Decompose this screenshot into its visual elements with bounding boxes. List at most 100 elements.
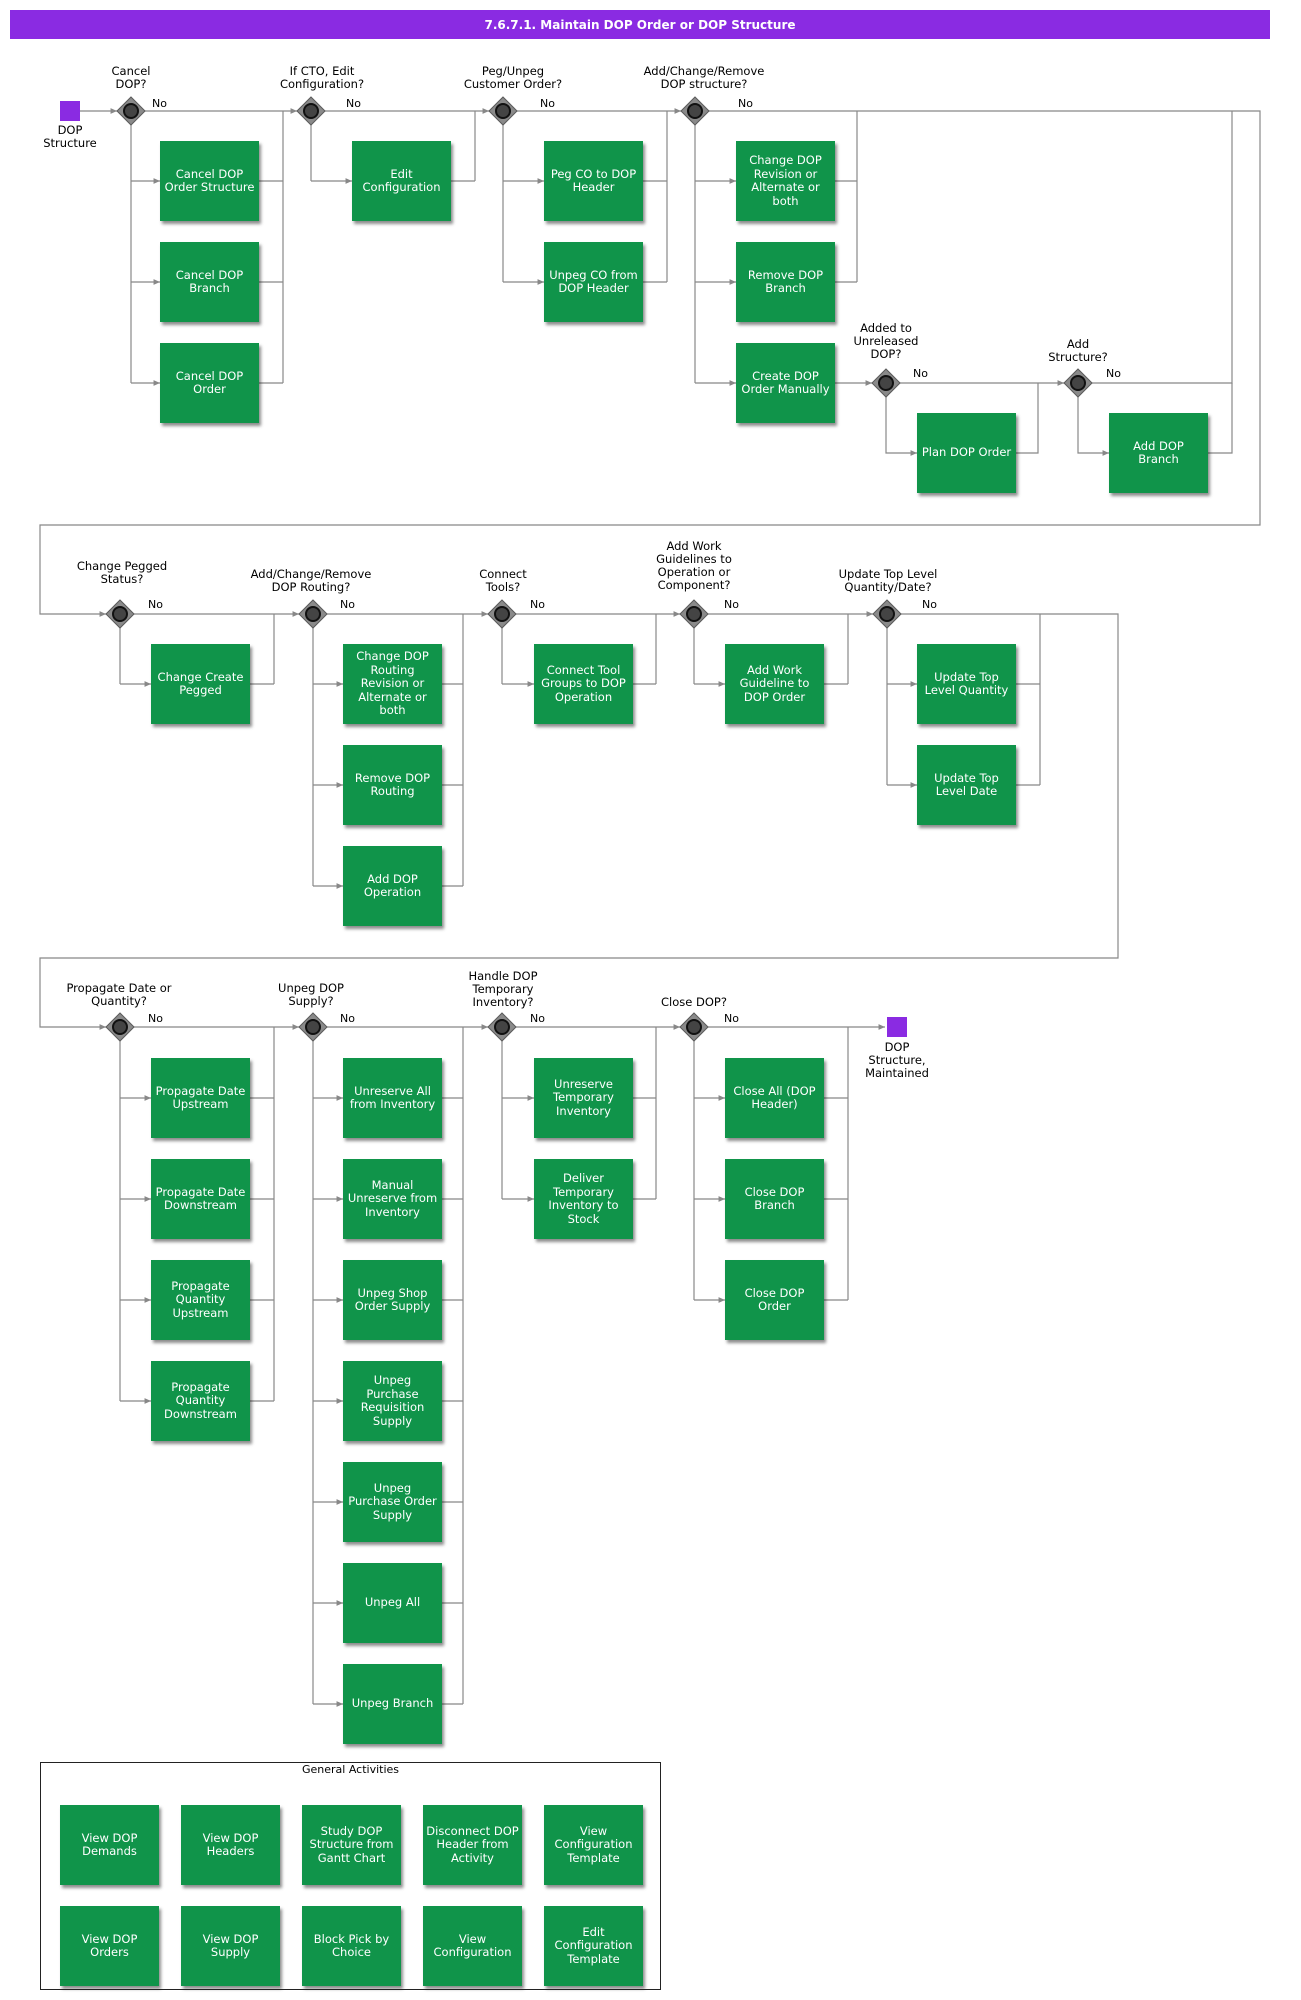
task-unreserve-temp[interactable]: Unreserve Temporary Inventory	[534, 1058, 633, 1138]
task-remove-routing[interactable]: Remove DOP Routing	[343, 745, 442, 825]
question-dop-routing: Add/Change/Remove DOP Routing?	[250, 567, 372, 594]
task-cancel-branch[interactable]: Cancel DOP Branch	[160, 242, 259, 322]
no-label-top-level: No	[922, 598, 937, 611]
gateway-add-structure	[1063, 368, 1093, 398]
task-change-pegged[interactable]: Change Create Pegged	[151, 644, 250, 724]
question-add-structure: Add Structure?	[1048, 337, 1108, 364]
no-label-unpeg-supply: No	[340, 1012, 355, 1025]
general-activity[interactable]: Disconnect DOP Header from Activity	[423, 1805, 522, 1885]
gateway-close-dop	[679, 1012, 709, 1042]
task-cancel-structure[interactable]: Cancel DOP Order Structure	[160, 141, 259, 221]
connector	[885, 397, 917, 456]
task-peg-co[interactable]: Peg CO to DOP Header	[544, 141, 643, 221]
general-activity[interactable]: View DOP Headers	[181, 1805, 280, 1885]
general-activity[interactable]: View DOP Demands	[60, 1805, 159, 1885]
task-change-revision[interactable]: Change DOP Revision or Alternate or both	[736, 141, 835, 221]
task-prop-qty-down[interactable]: Propagate Quantity Downstream	[151, 1361, 250, 1441]
task-prop-date-down[interactable]: Propagate Date Downstream	[151, 1159, 250, 1239]
gateway-work-guidelines	[679, 599, 709, 629]
task-unpeg-purchase[interactable]: Unpeg Purchase Order Supply	[343, 1462, 442, 1542]
general-activity[interactable]: Edit Configuration Template	[544, 1906, 643, 1986]
connector	[1016, 383, 1039, 454]
general-activity[interactable]: Block Pick by Choice	[302, 1906, 401, 1986]
question-dop-structure: Add/Change/Remove DOP structure?	[643, 64, 765, 91]
task-close-order[interactable]: Close DOP Order	[725, 1260, 824, 1340]
question-added-unreleased: Added to Unreleased DOP?	[853, 321, 919, 361]
task-unpeg-all[interactable]: Unpeg All	[343, 1563, 442, 1643]
task-add-guideline[interactable]: Add Work Guideline to DOP Order	[725, 644, 824, 724]
gateway-dop-structure	[680, 96, 710, 126]
general-activity[interactable]: Study DOP Structure from Gantt Chart	[302, 1805, 401, 1885]
general-activity[interactable]: View Configuration	[423, 1906, 522, 1986]
no-label-added-unreleased: No	[913, 367, 928, 380]
task-create-manually[interactable]: Create DOP Order Manually	[736, 343, 835, 423]
gateway-pegged-status	[105, 599, 135, 629]
start-event	[60, 101, 80, 121]
task-remove-branch[interactable]: Remove DOP Branch	[736, 242, 835, 322]
task-unpeg-co[interactable]: Unpeg CO from DOP Header	[544, 242, 643, 322]
diagram-title: 7.6.7.1. Maintain DOP Order or DOP Struc…	[10, 10, 1270, 39]
gateway-unpeg-supply	[298, 1012, 328, 1042]
general-activity[interactable]: View DOP Orders	[60, 1906, 159, 1986]
task-prop-date-up[interactable]: Propagate Date Upstream	[151, 1058, 250, 1138]
general-activities-title: General Activities	[301, 1763, 400, 1776]
question-work-guidelines: Add Work Guidelines to Operation or Comp…	[656, 539, 732, 592]
task-close-all[interactable]: Close All (DOP Header)	[725, 1058, 824, 1138]
task-manual-unreserve[interactable]: Manual Unreserve from Inventory	[343, 1159, 442, 1239]
connector	[39, 613, 1119, 1030]
task-connect-tool[interactable]: Connect Tool Groups to DOP Operation	[534, 644, 633, 724]
question-edit-config: If CTO, Edit Configuration?	[279, 64, 365, 91]
gateway-connect-tools	[487, 599, 517, 629]
task-edit-configuration[interactable]: Edit Configuration	[352, 141, 451, 221]
task-unpeg-requisition[interactable]: Unpeg Purchase Requisition Supply	[343, 1361, 442, 1441]
task-add-operation[interactable]: Add DOP Operation	[343, 846, 442, 926]
no-label-close-dop: No	[724, 1012, 739, 1025]
end-event-label: DOP Structure, Maintained	[865, 1040, 929, 1080]
no-label-dop-routing: No	[340, 598, 355, 611]
no-label-cancel-dop: No	[152, 97, 167, 110]
task-add-branch[interactable]: Add DOP Branch	[1109, 413, 1208, 493]
task-plan-order[interactable]: Plan DOP Order	[917, 413, 1016, 493]
no-label-connect-tools: No	[530, 598, 545, 611]
task-unreserve-all[interactable]: Unreserve All from Inventory	[343, 1058, 442, 1138]
gateway-propagate	[105, 1012, 135, 1042]
start-event-label: DOP Structure	[43, 123, 97, 150]
gateway-temp-inventory	[487, 1012, 517, 1042]
question-temp-inventory: Handle DOP Temporary Inventory?	[468, 969, 538, 1009]
task-update-date[interactable]: Update Top Level Date	[917, 745, 1016, 825]
gateway-added-unreleased	[871, 368, 901, 398]
general-activities-box	[40, 1762, 661, 1990]
task-close-branch[interactable]: Close DOP Branch	[725, 1159, 824, 1239]
connector	[1208, 383, 1233, 454]
task-prop-qty-up[interactable]: Propagate Quantity Upstream	[151, 1260, 250, 1340]
question-top-level: Update Top Level Quantity/Date?	[838, 567, 938, 594]
gateway-peg-unpeg	[488, 96, 518, 126]
general-activity[interactable]: View DOP Supply	[181, 1906, 280, 1986]
no-label-temp-inventory: No	[530, 1012, 545, 1025]
connector	[1092, 111, 1233, 384]
task-unpeg-shop[interactable]: Unpeg Shop Order Supply	[343, 1260, 442, 1340]
no-label-dop-structure: No	[738, 97, 753, 110]
no-label-add-structure: No	[1106, 367, 1121, 380]
gateway-dop-routing	[298, 599, 328, 629]
question-connect-tools: Connect Tools?	[479, 567, 527, 594]
end-event	[887, 1017, 907, 1037]
gateway-top-level	[872, 599, 902, 629]
no-label-work-guidelines: No	[724, 598, 739, 611]
question-close-dop: Close DOP?	[661, 995, 727, 1009]
task-update-quantity[interactable]: Update Top Level Quantity	[917, 644, 1016, 724]
question-cancel-dop: Cancel DOP?	[111, 64, 151, 91]
gateway-cancel-dop	[116, 96, 146, 126]
task-unpeg-branch[interactable]: Unpeg Branch	[343, 1664, 442, 1744]
connector	[39, 110, 1261, 617]
task-deliver-temp[interactable]: Deliver Temporary Inventory to Stock	[534, 1159, 633, 1239]
task-change-routing[interactable]: Change DOP Routing Revision or Alternate…	[343, 644, 442, 724]
general-activity[interactable]: View Configuration Template	[544, 1805, 643, 1885]
no-label-peg-unpeg: No	[540, 97, 555, 110]
task-cancel-order[interactable]: Cancel DOP Order	[160, 343, 259, 423]
no-label-pegged-status: No	[148, 598, 163, 611]
connector	[1077, 397, 1109, 456]
gateway-edit-config	[296, 96, 326, 126]
no-label-propagate: No	[148, 1012, 163, 1025]
